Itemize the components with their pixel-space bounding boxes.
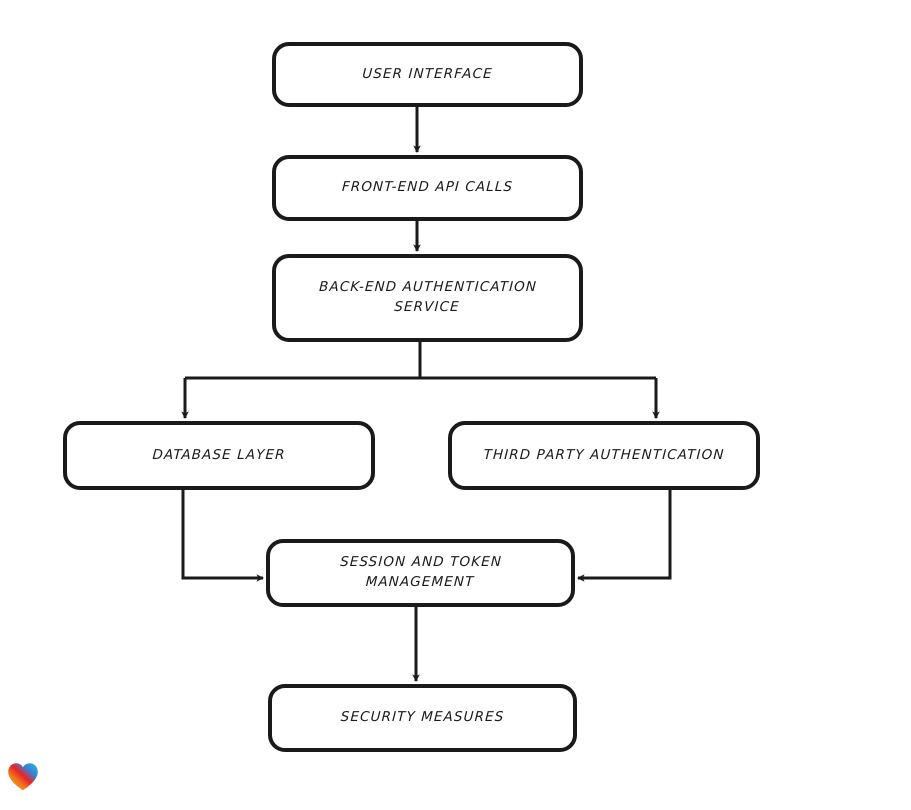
- node-database-layer[interactable]: [63, 421, 375, 490]
- edge-database-to-session: [181, 488, 265, 582]
- heart-watermark: [7, 762, 41, 794]
- heart-icon: [8, 763, 38, 791]
- node-security-measures[interactable]: [268, 684, 577, 752]
- node-front-end-api-calls[interactable]: [272, 155, 583, 221]
- edge-third-party-to-session: [576, 488, 672, 582]
- node-session-and-token-management[interactable]: [266, 539, 575, 607]
- node-third-party-authentication[interactable]: [448, 421, 760, 490]
- node-back-end-authentication-service[interactable]: [272, 254, 583, 342]
- node-user-interface[interactable]: [272, 42, 583, 107]
